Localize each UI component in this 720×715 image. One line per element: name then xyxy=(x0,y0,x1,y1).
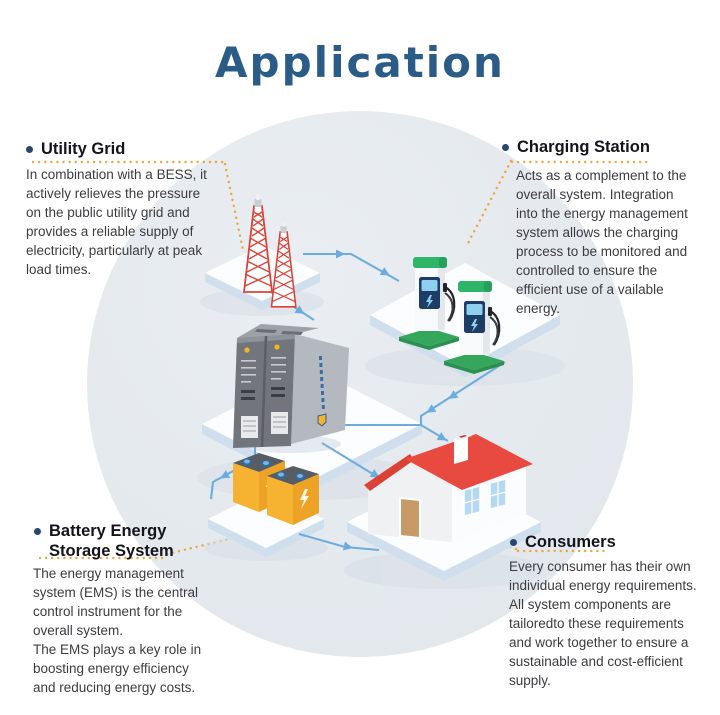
flow-bess-to-house-2 xyxy=(321,442,382,480)
charging-station-heading: Charging Station xyxy=(502,137,650,157)
flow-chargers-to-house xyxy=(419,361,506,425)
battery-storage-heading: Battery Energy Storage System xyxy=(34,521,209,561)
section-consumers: Consumers xyxy=(510,532,616,552)
battery-storage-body: The energy management system (EMS) is th… xyxy=(33,566,202,695)
bullet-icon xyxy=(510,539,517,546)
bess-brand-logo xyxy=(317,413,327,427)
bess-unit-icon xyxy=(233,324,349,453)
bullet-icon xyxy=(502,144,509,151)
house-roof xyxy=(405,434,533,490)
charging-station-body: Acts as a complement to the overall syst… xyxy=(516,168,688,316)
bullet-icon xyxy=(26,146,33,153)
utility-grid-heading: Utility Grid xyxy=(26,139,125,159)
page-title: Application xyxy=(215,38,505,87)
utility-grid-body: In combination with a BESS, it actively … xyxy=(26,167,207,277)
consumers-body: Every consumer has their own individual … xyxy=(509,559,697,688)
house-icon xyxy=(364,434,533,542)
house-windows xyxy=(463,478,507,517)
section-battery-storage: Battery Energy Storage System xyxy=(34,521,209,561)
flow-arrowheads xyxy=(220,249,459,551)
flow-bess-to-house xyxy=(340,423,449,442)
bullet-icon xyxy=(34,528,41,535)
house-chimney xyxy=(454,434,472,464)
utility-grid-pointer-line xyxy=(223,162,245,252)
section-charging-station: Charging Station xyxy=(502,137,650,157)
house-door xyxy=(399,496,421,540)
consumers-heading: Consumers xyxy=(510,532,616,552)
bess-brand-vertical-text xyxy=(319,356,325,409)
section-utility-grid: Utility Grid xyxy=(26,139,125,159)
charging-station-pointer-line xyxy=(464,159,513,249)
